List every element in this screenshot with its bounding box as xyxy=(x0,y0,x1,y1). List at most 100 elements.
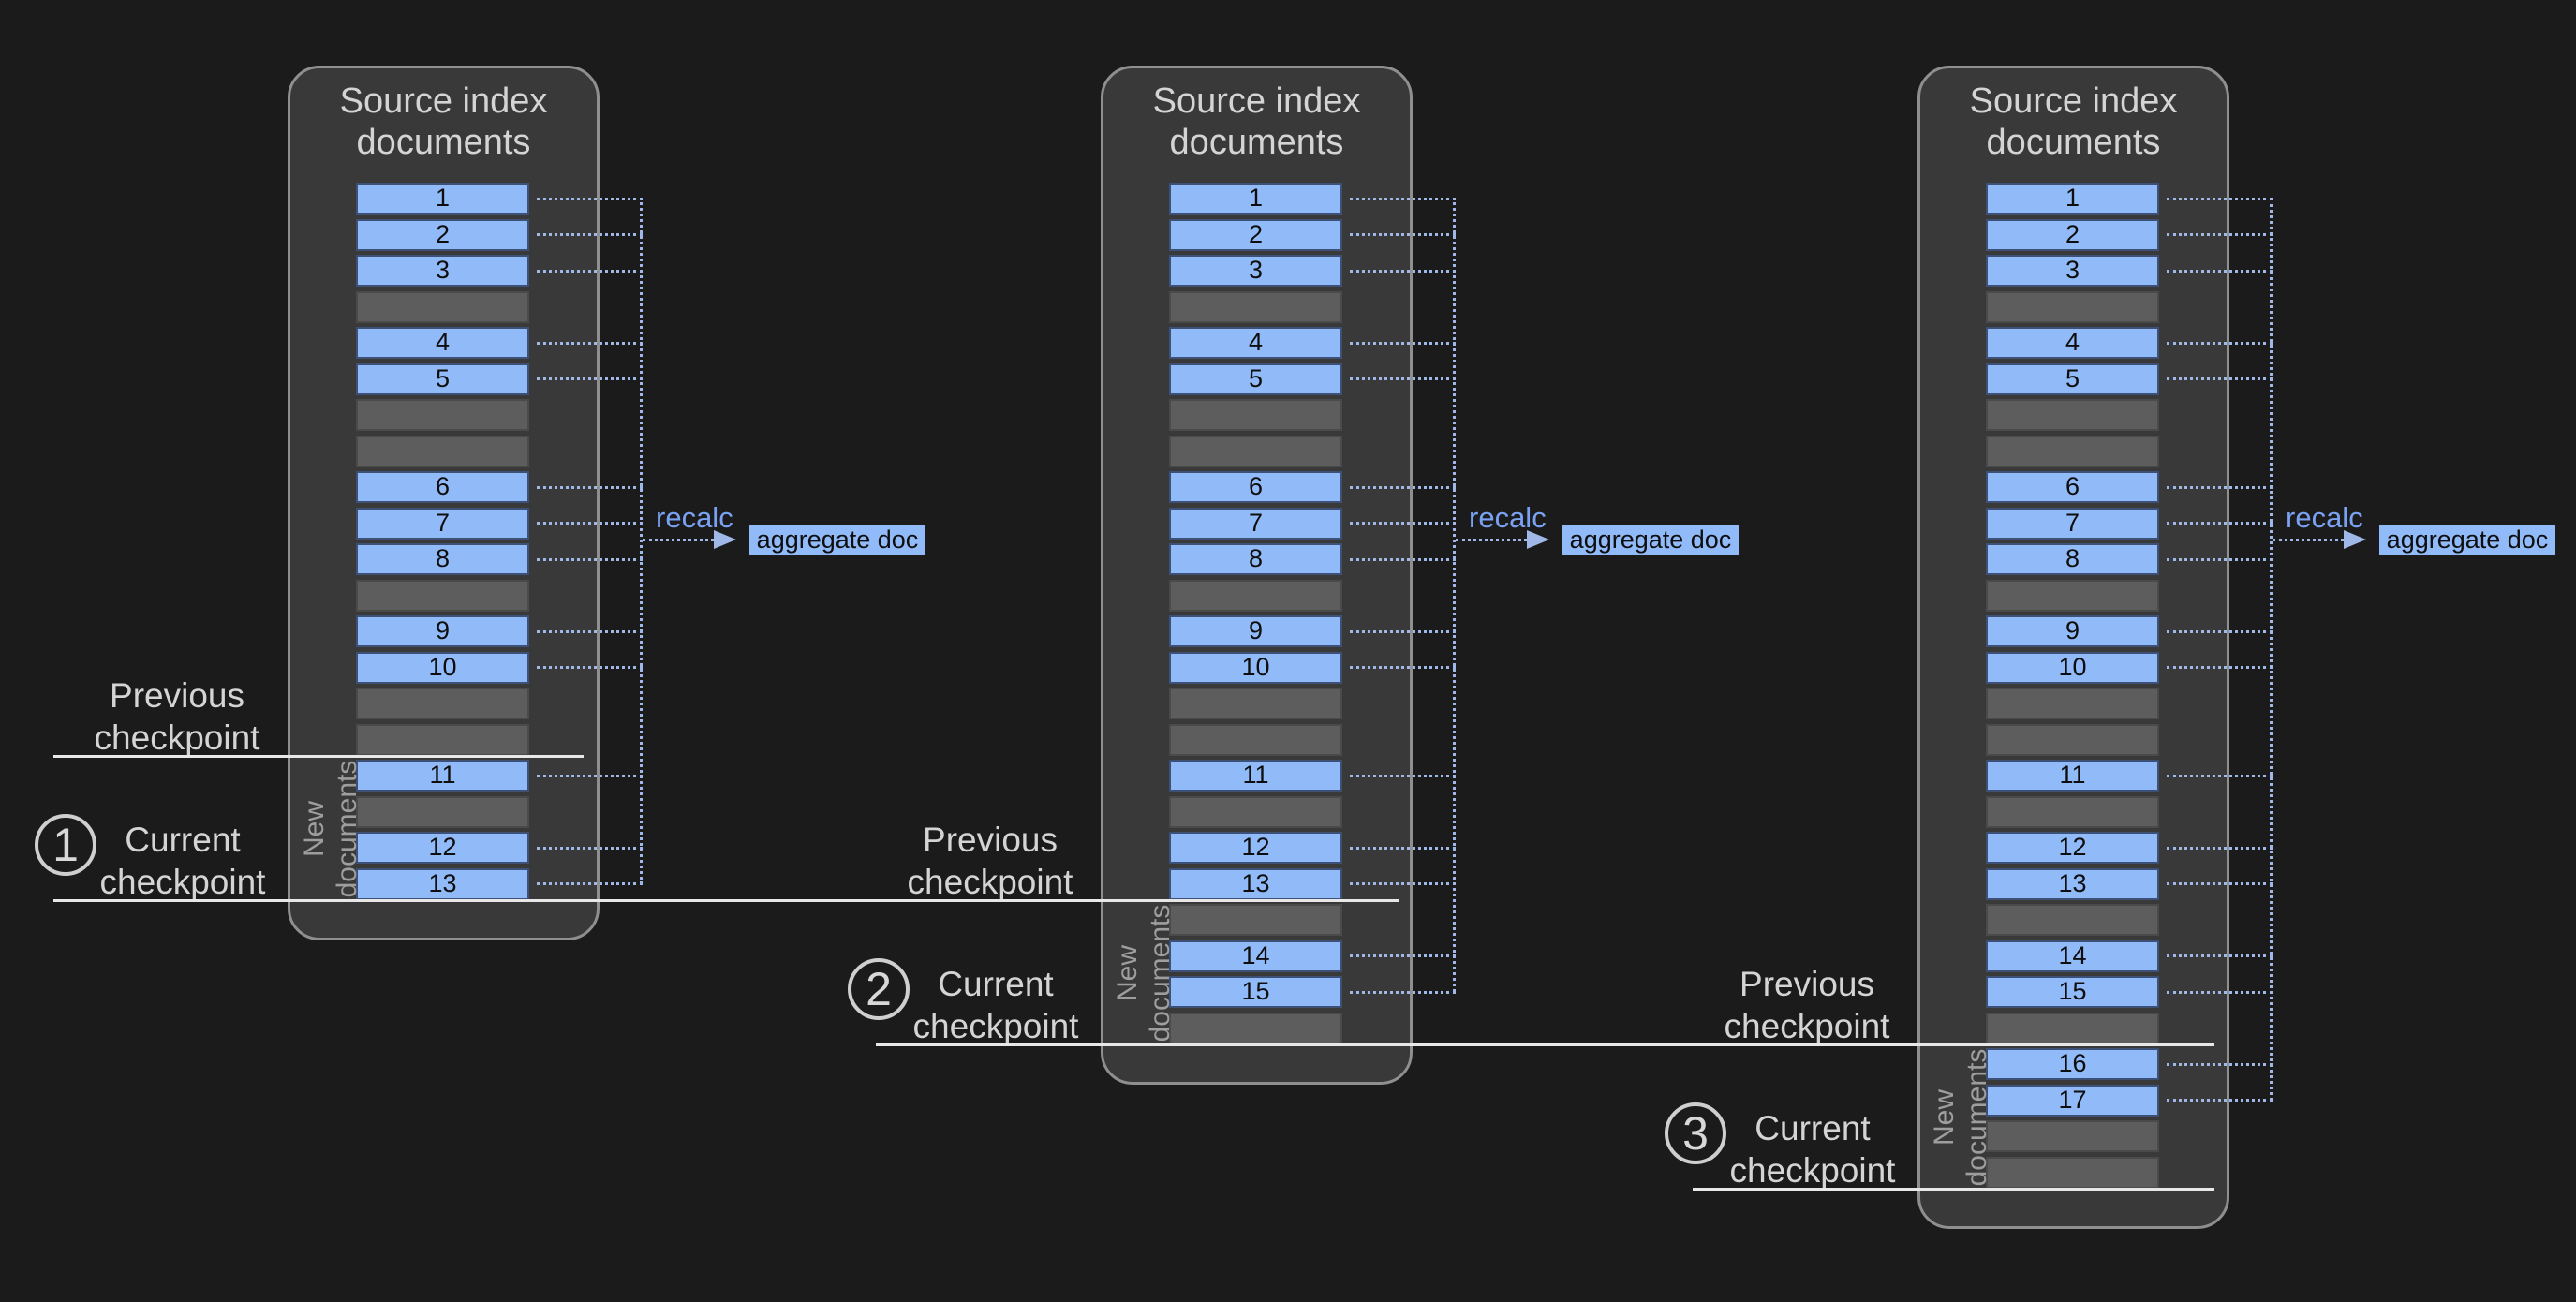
doc-row-8: 8 xyxy=(1986,543,2159,575)
checkpoint-number-badge-3: 3 xyxy=(1665,1102,1726,1164)
empty-row xyxy=(1986,688,2159,719)
current-checkpoint-label-1: Current checkpoint xyxy=(99,820,266,901)
doc-connector-line xyxy=(1350,954,1456,957)
doc-connector-line xyxy=(2167,377,2273,380)
doc-connector-line xyxy=(537,377,643,380)
empty-row xyxy=(1169,435,1342,467)
doc-row-12: 12 xyxy=(1986,832,2159,864)
doc-row-4: 4 xyxy=(1169,327,1342,359)
doc-connector-line xyxy=(537,485,643,489)
doc-connector-line xyxy=(1350,557,1456,561)
doc-row-15: 15 xyxy=(1169,976,1342,1008)
doc-row-17: 17 xyxy=(1986,1084,2159,1117)
doc-row-2: 2 xyxy=(1986,218,2159,251)
empty-row xyxy=(1986,723,2159,756)
doc-connector-line xyxy=(537,522,643,525)
doc-row-7: 7 xyxy=(1986,507,2159,540)
doc-connector-line xyxy=(1350,377,1456,380)
doc-row-1: 1 xyxy=(1169,183,1342,215)
empty-row xyxy=(1986,399,2159,431)
empty-row xyxy=(356,795,529,828)
vertical-dotted-line xyxy=(640,198,643,884)
doc-connector-line xyxy=(1350,666,1456,669)
empty-row xyxy=(356,290,529,323)
checkpoint-line-1 xyxy=(53,755,584,758)
doc-connector-line xyxy=(2167,629,2273,633)
doc-connector-line xyxy=(1350,629,1456,633)
vertical-dotted-line xyxy=(1453,198,1456,992)
doc-connector-line xyxy=(2167,954,2273,957)
doc-connector-line xyxy=(537,197,643,200)
empty-row xyxy=(1169,579,1342,612)
checkpoint-number-badge-1: 1 xyxy=(35,813,96,876)
panel-title: Source index documents xyxy=(1152,81,1361,162)
doc-connector-line xyxy=(1350,846,1456,850)
recalc-arrow-line xyxy=(2273,538,2344,541)
checkpoint-line-2 xyxy=(53,899,1399,902)
checkpoint-number-badge-2: 2 xyxy=(848,957,910,1020)
panel-title: Source index documents xyxy=(339,81,548,162)
doc-row-8: 8 xyxy=(1169,543,1342,575)
doc-row-16: 16 xyxy=(1986,1048,2159,1080)
doc-connector-line xyxy=(537,882,643,885)
doc-connector-line xyxy=(1350,233,1456,236)
doc-connector-line xyxy=(537,341,643,345)
recalc-arrow-head xyxy=(1527,530,1549,549)
empty-row xyxy=(1986,1120,2159,1152)
doc-connector-line xyxy=(2167,882,2273,885)
doc-connector-line xyxy=(1350,882,1456,885)
doc-row-9: 9 xyxy=(1169,615,1342,647)
empty-row xyxy=(356,399,529,431)
empty-row xyxy=(1986,1012,2159,1044)
empty-row xyxy=(356,435,529,467)
doc-row-7: 7 xyxy=(1169,507,1342,540)
empty-row xyxy=(1169,904,1342,936)
doc-row-14: 14 xyxy=(1169,940,1342,972)
doc-row-8: 8 xyxy=(356,543,529,575)
empty-row xyxy=(1986,579,2159,612)
doc-row-13: 13 xyxy=(1169,867,1342,900)
recalc-arrow-line xyxy=(1456,538,1527,541)
doc-connector-line xyxy=(2167,485,2273,489)
recalc-label: recalc xyxy=(2286,501,2363,534)
doc-row-5: 5 xyxy=(356,362,529,395)
checkpoint-line-3 xyxy=(876,1043,2214,1046)
doc-row-9: 9 xyxy=(1986,615,2159,647)
checkpoint-line-4 xyxy=(1693,1188,2214,1191)
doc-row-2: 2 xyxy=(1169,218,1342,251)
doc-connector-line xyxy=(537,233,643,236)
doc-row-3: 3 xyxy=(1986,255,2159,287)
empty-row xyxy=(356,688,529,719)
doc-row-5: 5 xyxy=(1169,362,1342,395)
empty-row xyxy=(1986,1156,2159,1189)
doc-connector-line xyxy=(2167,341,2273,345)
doc-connector-line xyxy=(537,774,643,777)
doc-row-10: 10 xyxy=(1169,651,1342,684)
recalc-arrow-head xyxy=(2344,530,2366,549)
panel-title: Source index documents xyxy=(1969,81,2178,162)
doc-row-1: 1 xyxy=(1986,183,2159,215)
empty-row xyxy=(356,579,529,612)
doc-row-14: 14 xyxy=(1986,940,2159,972)
doc-row-5: 5 xyxy=(1986,362,2159,395)
doc-connector-line xyxy=(2167,557,2273,561)
doc-row-3: 3 xyxy=(1169,255,1342,287)
recalc-label: recalc xyxy=(656,501,733,534)
doc-row-10: 10 xyxy=(1986,651,2159,684)
doc-connector-line xyxy=(537,629,643,633)
recalc-label: recalc xyxy=(1469,501,1547,534)
doc-row-11: 11 xyxy=(1169,760,1342,792)
doc-connector-line xyxy=(2167,233,2273,236)
empty-row xyxy=(1169,1012,1342,1044)
doc-row-4: 4 xyxy=(356,327,529,359)
doc-connector-line xyxy=(2167,846,2273,850)
doc-connector-line xyxy=(537,269,643,273)
doc-connector-line xyxy=(2167,774,2273,777)
doc-row-6: 6 xyxy=(1986,471,2159,503)
doc-row-6: 6 xyxy=(1169,471,1342,503)
doc-row-7: 7 xyxy=(356,507,529,540)
doc-connector-line xyxy=(537,666,643,669)
previous-checkpoint-label-2: Previous checkpoint xyxy=(907,820,1073,901)
recalc-arrow-head xyxy=(714,530,736,549)
